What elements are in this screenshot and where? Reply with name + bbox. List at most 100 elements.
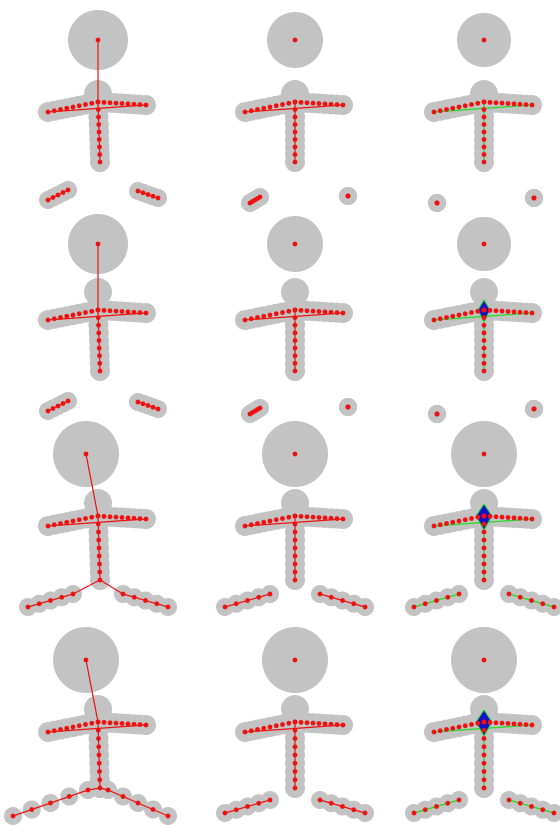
joint-dot [95,307,101,313]
skeleton-joints [45,37,161,203]
joint-dot [292,744,298,750]
joint-dot [135,188,141,194]
joint-dot [143,722,149,728]
joint-dot [119,515,125,520]
joint-dot [292,99,298,105]
joint-dot [481,152,487,157]
joint-dot [481,744,487,750]
joint-dot [70,312,76,318]
joint-dot [45,523,51,529]
joint-dot [97,577,103,583]
joint-dot [255,521,260,526]
joint-dot [462,311,468,317]
joint-dot [292,736,298,741]
joint-dot [113,720,119,726]
joint-dot [113,100,119,106]
joint-dot [481,122,487,127]
joint-dot [481,727,487,733]
head-joint [83,657,89,663]
joint-dot [96,338,102,343]
joint-dot [10,813,16,819]
joint-dot [529,598,534,603]
body-silhouette [4,627,177,825]
joint-dot [261,105,267,111]
joint-dot [456,312,462,318]
joint-dot [292,561,298,567]
joint-dot [540,601,546,607]
joint-dot [540,807,546,813]
joint-dot [292,577,298,583]
joint-dot [85,787,91,793]
skeleton-joints [242,37,351,206]
joint-dot [499,514,505,520]
joint-dot [105,787,111,793]
joint-dot [475,720,481,726]
neck-blob [281,489,309,517]
joint-dot [481,114,487,120]
joint-dot [322,515,328,521]
joint-dot [51,728,57,734]
joint-dot [444,107,449,112]
joint-dot [334,102,340,108]
joint-dot [469,516,474,521]
joint-dot [529,102,535,108]
joint-dot [51,522,57,528]
joint-dot [36,601,42,607]
joint-dot [292,785,298,791]
joint-dot [340,722,346,728]
joint-dot [125,101,131,107]
joint-dot [481,144,487,150]
joint-dot [334,516,340,522]
joint-dot [292,769,298,774]
joint-dot [292,322,298,328]
joint-dot [487,99,493,105]
joint-dot [529,722,535,728]
joint-dot [261,313,267,319]
joint-dot [340,102,346,108]
joint-dot [95,727,101,733]
joint-dot [431,317,437,323]
joint-dot [351,601,357,607]
joint-dot [233,807,239,813]
joint-dot [65,187,71,193]
joint-dot [96,129,102,135]
joint-dot [462,103,468,109]
joint-dot [456,518,462,524]
joint-dot [462,723,468,729]
joint-dot [286,720,292,726]
joint-dot [89,514,95,520]
joint-dot [456,797,462,803]
joint-dot [362,810,368,816]
joint-dot [493,514,499,520]
joint-dot [292,553,298,559]
joint-dot [506,797,512,803]
neck-blob [470,695,498,723]
panel-r3-c1 [19,421,177,616]
joint-dot [292,315,298,321]
joint-dot [273,517,279,523]
joint-dot [328,800,334,806]
joint-dot [137,722,143,728]
joint-dot [292,521,298,527]
joint-dot [317,797,323,803]
joint-dot [137,516,143,522]
joint-dot [310,720,316,726]
head-joint [292,241,298,247]
joint-dot [481,719,487,725]
joint-dot [248,522,254,528]
joint-dot [222,810,228,816]
joint-dot [511,515,517,521]
head-joint [481,37,487,43]
joint-dot [245,804,250,809]
joint-dot [95,107,101,112]
joint-dot [48,800,53,806]
panel-r2-c1 [38,214,167,420]
joint-dot [481,777,487,783]
joint-dot [120,794,126,799]
joint-dot [431,523,437,529]
body-silhouette [38,214,167,420]
joint-dot [95,315,101,321]
joint-dot [267,104,273,110]
joint-dot [101,513,107,519]
joint-dot [340,310,346,316]
